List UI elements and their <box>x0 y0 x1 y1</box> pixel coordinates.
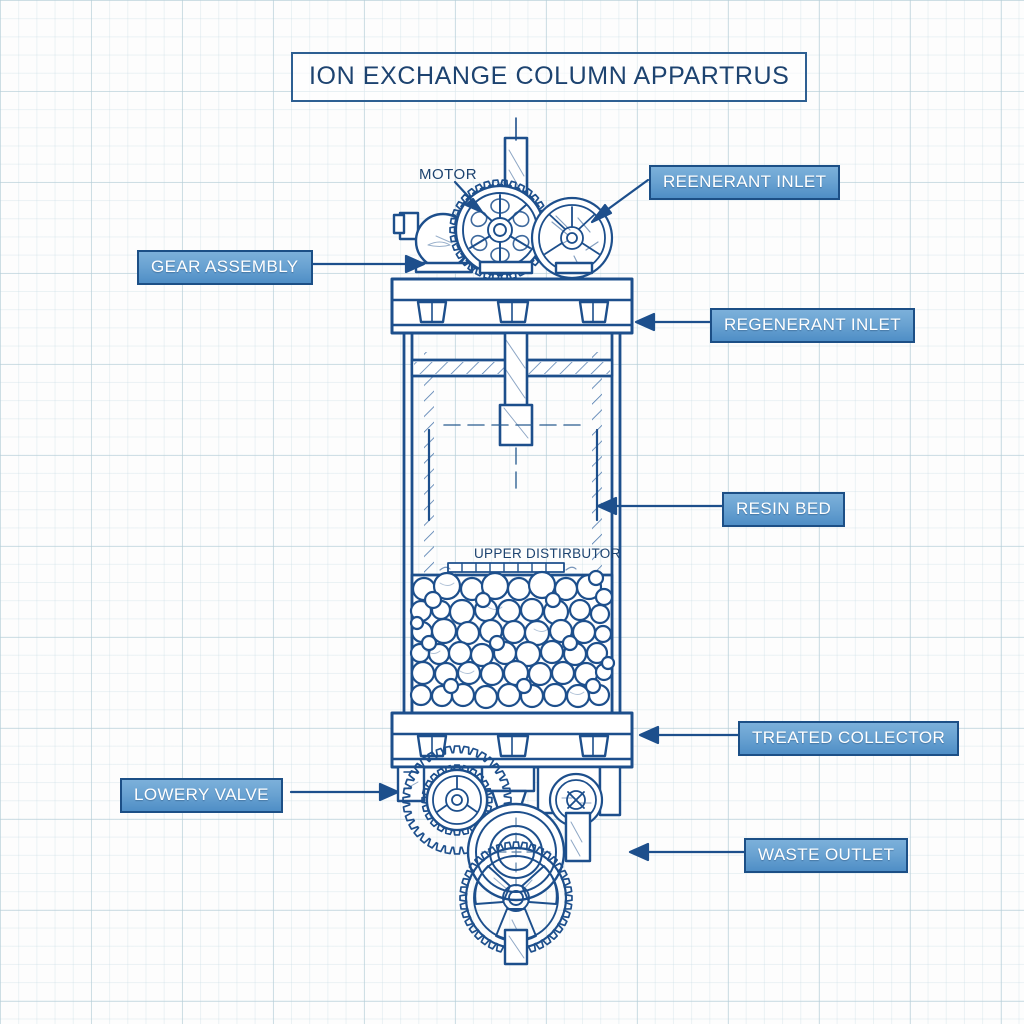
callout-reenerant-inlet[interactable]: REENERANT INLET <box>649 165 841 200</box>
leader-resin-bed <box>596 496 724 516</box>
page-title: ION EXCHANGE COLUMN APPARTRUS <box>291 52 808 102</box>
leader-treated-collector <box>638 725 742 745</box>
gear-base-plate <box>478 260 594 275</box>
drive-shaft-inner <box>498 331 534 447</box>
callout-waste-outlet[interactable]: WASTE OUTLET <box>744 838 909 873</box>
leader-reenerant-inlet <box>590 178 650 224</box>
upper-distributor-plate <box>439 562 577 573</box>
top-flange <box>390 277 634 335</box>
leader-motor <box>453 180 484 214</box>
callout-gear-assembly[interactable]: GEAR ASSEMBLY <box>137 250 313 285</box>
waste-outlet-pipe <box>564 811 592 863</box>
label-upper-distributor: UPPER DISTIRBUTOR <box>474 546 621 561</box>
leader-regenerant-inlet <box>634 312 712 332</box>
resin-bed-packing <box>409 569 616 710</box>
callout-resin-bed[interactable]: RESIN BED <box>722 492 846 527</box>
leader-gear-assembly <box>301 254 426 274</box>
callout-lowery-valve[interactable]: LOWERY VALVE <box>120 778 283 813</box>
callout-leaders <box>289 178 747 862</box>
leader-waste-outlet <box>628 842 747 862</box>
callout-regenerant-inlet[interactable]: REGENERANT INLET <box>710 308 916 343</box>
leader-lowery-valve <box>289 782 400 802</box>
gear-train-upper <box>449 179 614 281</box>
centerlines <box>443 424 589 496</box>
bottom-flange <box>390 711 634 769</box>
valve-gear-assembly <box>402 745 604 966</box>
label-motor: MOTOR <box>419 166 478 183</box>
callout-treated-collector[interactable]: TREATED COLLECTOR <box>738 721 960 756</box>
